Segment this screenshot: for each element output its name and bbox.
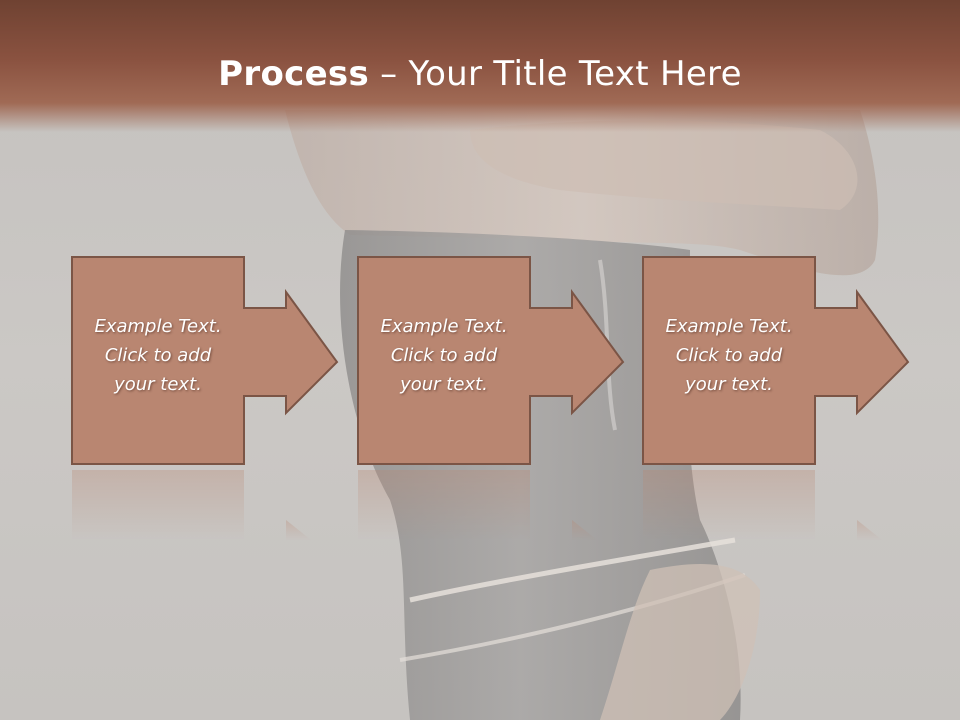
step-text-line: your text. [685,374,773,395]
process-step-3[interactable]: Example Text. Click to add your text. [642,256,912,468]
slide-title[interactable]: Process – Your Title Text Here [0,54,960,94]
step-reflection [643,470,882,540]
step-text-line: your text. [400,374,488,395]
title-regular-part: – Your Title Text Here [369,54,742,94]
title-bold-part: Process [218,54,370,94]
process-step-1[interactable]: Example Text. Click to add your text. [71,256,341,468]
step-text[interactable]: Example Text. Click to add your text. [363,312,525,399]
step-text[interactable]: Example Text. Click to add your text. [648,312,810,399]
box-arrow-shape [71,256,339,465]
step-text-line: Click to add [675,345,783,366]
title-band [0,0,960,132]
step-text-line: Click to add [390,345,498,366]
box-arrow-shape [357,256,625,465]
step-text[interactable]: Example Text. Click to add your text. [77,312,239,399]
step-reflection [358,470,597,540]
step-reflection [72,470,311,540]
step-text-line: Example Text. [94,316,222,337]
process-step-2[interactable]: Example Text. Click to add your text. [357,256,627,468]
step-text-line: your text. [114,374,202,395]
step-text-line: Click to add [104,345,212,366]
step-text-line: Example Text. [380,316,508,337]
step-text-line: Example Text. [665,316,793,337]
box-arrow-shape [642,256,910,465]
